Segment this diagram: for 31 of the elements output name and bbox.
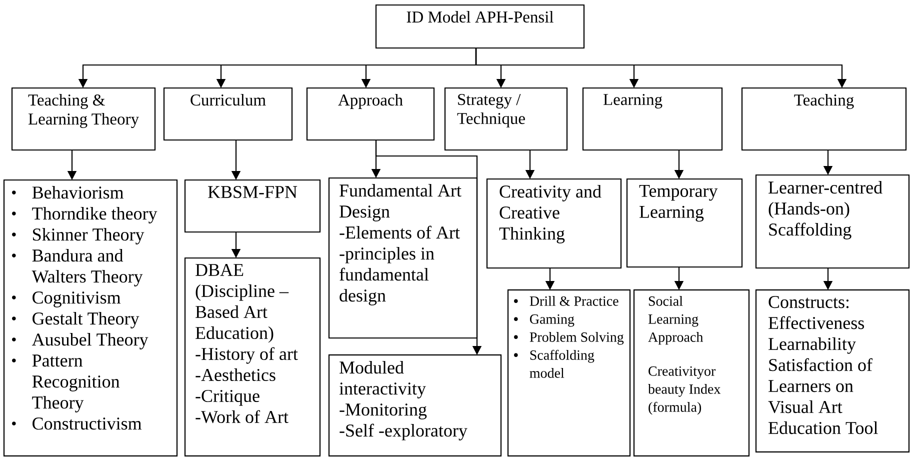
process-box: Learning [582, 87, 723, 151]
process-box: Moduled interactivity -Monitoring -Self -exploratory [328, 354, 502, 457]
process-box: Social Learning Approach Creativityor beauty Index (formula) [633, 289, 750, 457]
list-item: Gaming [514, 314, 574, 327]
list-item: Bandura and Walters Theory [12, 248, 143, 286]
list-box [3, 179, 178, 457]
process-box: DBAE (Discipline – Based Art Education) -History of art -Aesthetics -Critique -Work of Art [184, 257, 321, 457]
list-item: Behaviorism [12, 186, 124, 199]
list-item: Skinner Theory [12, 228, 144, 244]
process-box: Teaching [741, 87, 907, 151]
process-box: KBSM-FPN [184, 179, 321, 233]
process-box: Creativity and Creative Thinking [486, 178, 622, 269]
list-item: Problem Solving [514, 332, 624, 345]
list-item: Cognitivism [12, 292, 121, 308]
list-item: Pattern Recognition Theory [12, 354, 120, 412]
list-item: Ausubel Theory [12, 332, 148, 350]
list-item: Drill & Practice [514, 296, 618, 306]
process-box: Curriculum [163, 87, 293, 141]
process-box: Constructs: Effectiveness Learnability Satisfaction of Learners on Visual Art Education Tool [755, 289, 910, 453]
list-item: Thorndike theory [12, 206, 158, 224]
list-item: Gestalt Theory [12, 312, 140, 328]
process-box: Approach [306, 87, 435, 141]
process-box: Temporary Learning [626, 178, 743, 268]
list-item: Scaffolding model [514, 350, 594, 378]
process-box: Strategy / Technique [444, 87, 568, 151]
list-box [507, 289, 631, 457]
process-box: ID Model APH-Pensil [375, 4, 585, 49]
list-item: Constructivism [12, 418, 142, 430]
process-box: Teaching & Learning Theory [11, 87, 156, 151]
process-box: Fundamental Art Design -Elements of Art -principles in fundamental design [328, 177, 478, 339]
process-box: Learner-centred (Hands-on) Scaffolding [755, 174, 910, 269]
